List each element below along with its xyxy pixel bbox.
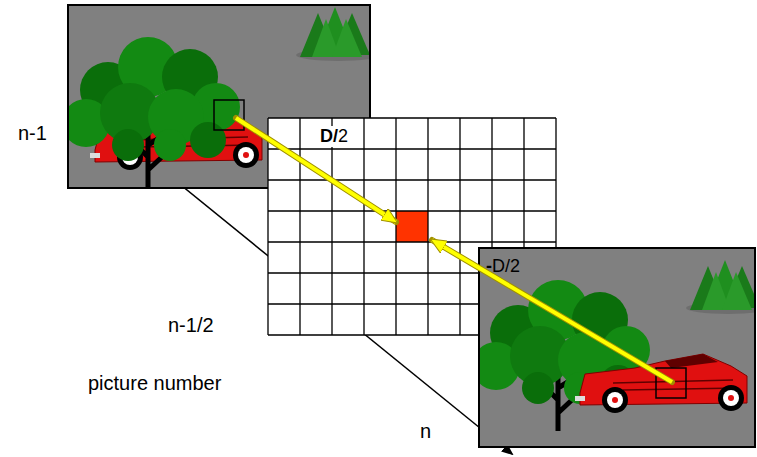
vector-label: -D/2 bbox=[486, 256, 520, 277]
picture-label: n-1/2 bbox=[168, 314, 214, 337]
picture-label: n bbox=[420, 420, 431, 443]
axis-title: picture number bbox=[88, 372, 221, 395]
picture-label: n-1 bbox=[18, 122, 47, 145]
vector-label: D/2 bbox=[318, 126, 350, 147]
